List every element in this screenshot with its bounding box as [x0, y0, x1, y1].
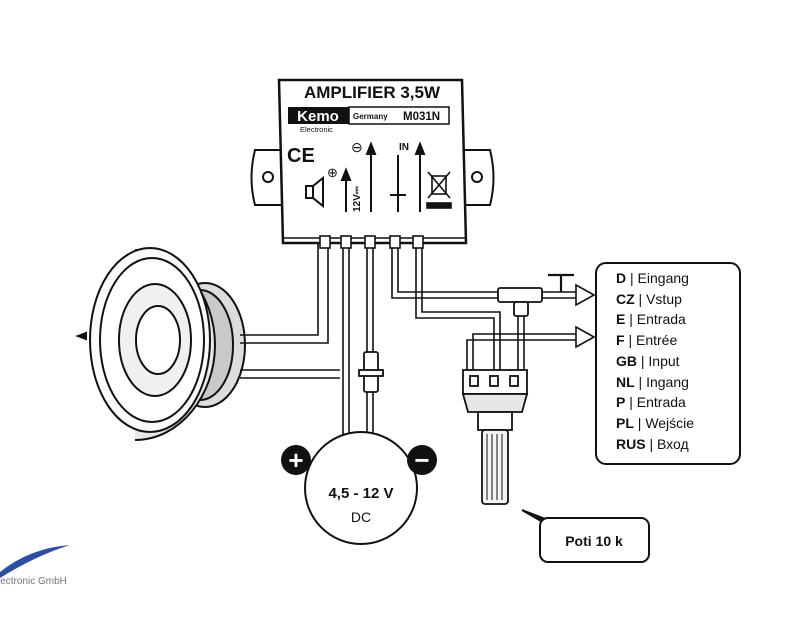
separator: |	[624, 332, 636, 349]
pot-callout	[521, 509, 650, 563]
company-logo-swoosh	[0, 545, 70, 578]
input-word: Ingang	[646, 373, 689, 390]
separator: |	[637, 352, 649, 369]
language-code: NL	[616, 373, 635, 390]
separator: |	[645, 435, 657, 452]
pin-arrows	[340, 141, 426, 212]
input-label-row: GB | Input	[616, 353, 680, 369]
input-label-box	[595, 262, 741, 465]
pin-plus-symbol: ⊕	[327, 165, 338, 180]
input-label-row: RUS | Вход	[616, 436, 689, 452]
separator: |	[625, 311, 637, 328]
pin-in-label: IN	[399, 142, 409, 153]
weee-bin-icon	[426, 171, 452, 209]
brand-logo: Kemo	[297, 108, 339, 125]
input-word: Entrada	[636, 311, 686, 328]
language-code: GB	[616, 352, 637, 369]
power-supply	[281, 431, 437, 545]
pot-label: Poti 10 k	[565, 533, 623, 549]
input-word: Eingang	[637, 270, 689, 286]
input-word: Entrada	[636, 394, 686, 411]
input-label-row: E | Entrada	[616, 311, 686, 327]
language-code: E	[616, 311, 626, 328]
language-code: CZ	[616, 290, 635, 307]
brand-subtitle: Electronic	[300, 125, 333, 134]
tee-connector	[497, 287, 543, 317]
module-title: AMPLIFIER 3,5W	[304, 83, 441, 102]
shield-ground-icon	[548, 273, 574, 292]
potentiometer	[461, 369, 529, 505]
input-label-row: PL | Wejście	[616, 415, 694, 431]
input-label-row: CZ | Vstup	[616, 291, 682, 307]
input-wires	[391, 248, 578, 372]
ground-icon	[390, 155, 406, 212]
input-word: Vstup	[646, 290, 682, 307]
input-word: Вход	[656, 435, 689, 452]
origin-label: Germany	[353, 112, 388, 121]
input-word: Wejście	[645, 414, 695, 431]
language-code: D	[616, 270, 627, 286]
input-arrowheads	[575, 283, 596, 349]
input-word: Input	[648, 352, 680, 369]
module-terminals	[319, 235, 424, 249]
language-code: P	[616, 394, 626, 411]
minus-terminal-symbol: −	[414, 445, 429, 475]
supply-voltage: 4,5 - 12 V	[328, 485, 393, 502]
input-label-row: NL | Ingang	[616, 374, 689, 390]
model-number: M031N	[403, 111, 440, 123]
separator: |	[633, 414, 646, 431]
separator: |	[634, 373, 647, 390]
separator: |	[626, 270, 638, 286]
input-word: Entrée	[635, 332, 678, 349]
supply-type: DC	[351, 509, 371, 525]
language-code: F	[616, 332, 625, 349]
speaker-wires	[240, 238, 340, 379]
speaker-icon	[305, 175, 324, 209]
ce-mark: CE	[287, 145, 315, 167]
separator: |	[634, 290, 647, 307]
pin-minus-symbol: ⊖	[351, 139, 363, 155]
input-label-row: F | Entrée	[616, 332, 677, 348]
language-code: RUS	[616, 435, 646, 452]
pin-voltage-label: 12V⎓	[352, 186, 363, 212]
input-label-row: P | Entrada	[616, 394, 686, 410]
language-code: PL	[616, 414, 634, 431]
power-connector	[358, 351, 384, 393]
separator: |	[625, 394, 637, 411]
loudspeaker	[75, 247, 246, 441]
footer-fragment: lectronic GmbH	[0, 576, 67, 587]
input-label-row: D | Eingang	[616, 270, 689, 286]
power-wires	[342, 248, 374, 450]
plus-terminal-symbol: +	[288, 445, 303, 475]
